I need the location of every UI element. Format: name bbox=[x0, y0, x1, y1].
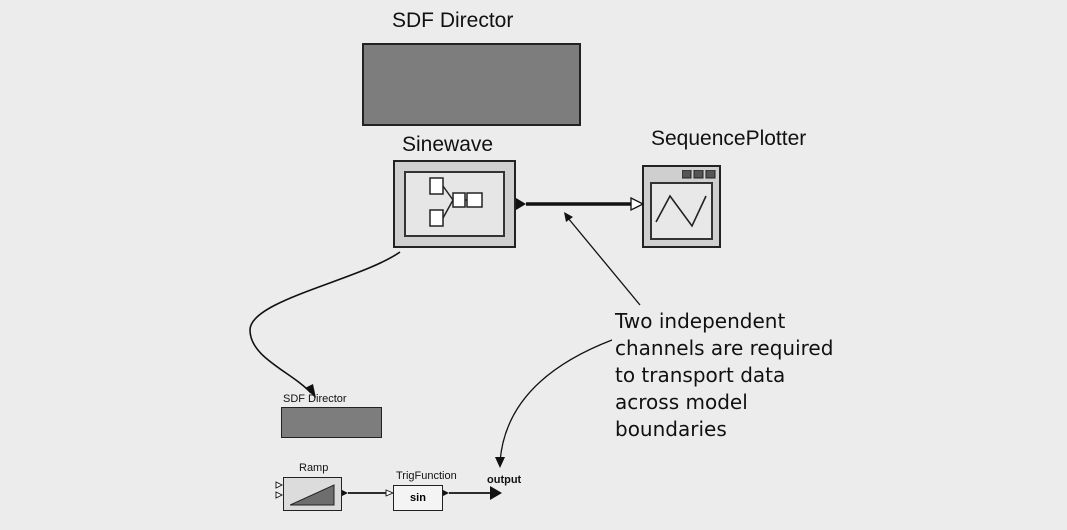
ramp-icon bbox=[290, 484, 335, 506]
sequence-plotter-actor bbox=[642, 165, 721, 248]
plot-area bbox=[650, 182, 713, 240]
trig-input-port bbox=[385, 489, 395, 497]
sequence-plotter-label: SequencePlotter bbox=[651, 127, 807, 150]
annotation-text: Two independent channels are required to… bbox=[615, 308, 833, 443]
sinewave-output-port bbox=[516, 198, 526, 210]
trig-function-label: TrigFunction bbox=[396, 470, 457, 482]
ramp-trigger-port-icon bbox=[275, 491, 284, 499]
arrowhead-icon bbox=[564, 212, 573, 222]
output-port-label: output bbox=[487, 474, 522, 486]
window-buttons-icon bbox=[682, 170, 716, 179]
ramp-label: Ramp bbox=[299, 462, 329, 474]
trig-function-text: sin bbox=[410, 492, 426, 504]
trig-function-actor: sin bbox=[393, 485, 443, 511]
top-director-block bbox=[362, 43, 581, 126]
zoom-arrowhead-icon bbox=[305, 384, 316, 398]
arrowhead-icon bbox=[495, 457, 505, 468]
plotter-input-port bbox=[630, 196, 645, 212]
ramp-actor bbox=[283, 477, 342, 511]
sine-plot-icon bbox=[655, 194, 707, 228]
inner-director-label: SDF Director bbox=[283, 393, 347, 405]
inner-director-block bbox=[281, 407, 382, 438]
composite-actor-glyph bbox=[429, 177, 483, 227]
annotation-line: to transport data bbox=[615, 363, 786, 387]
annotation-arrow-upper bbox=[567, 217, 641, 306]
ramp-output-port bbox=[342, 490, 348, 496]
composite-actor-icon bbox=[404, 171, 505, 237]
trig-output-port bbox=[443, 490, 449, 496]
zoom-in-curve bbox=[249, 251, 401, 394]
sinewave-label: Sinewave bbox=[402, 133, 494, 156]
annotation-line: across model bbox=[615, 390, 748, 414]
annotation-line: channels are required bbox=[615, 336, 834, 360]
annotation-line: Two independent bbox=[615, 309, 786, 333]
top-director-label: SDF Director bbox=[392, 9, 514, 32]
output-port-icon bbox=[490, 486, 502, 500]
ramp-trigger-port-icon bbox=[275, 481, 284, 489]
sinewave-actor bbox=[393, 160, 516, 248]
annotation-line: boundaries bbox=[615, 417, 727, 441]
annotation-arrow-lower bbox=[499, 339, 613, 463]
